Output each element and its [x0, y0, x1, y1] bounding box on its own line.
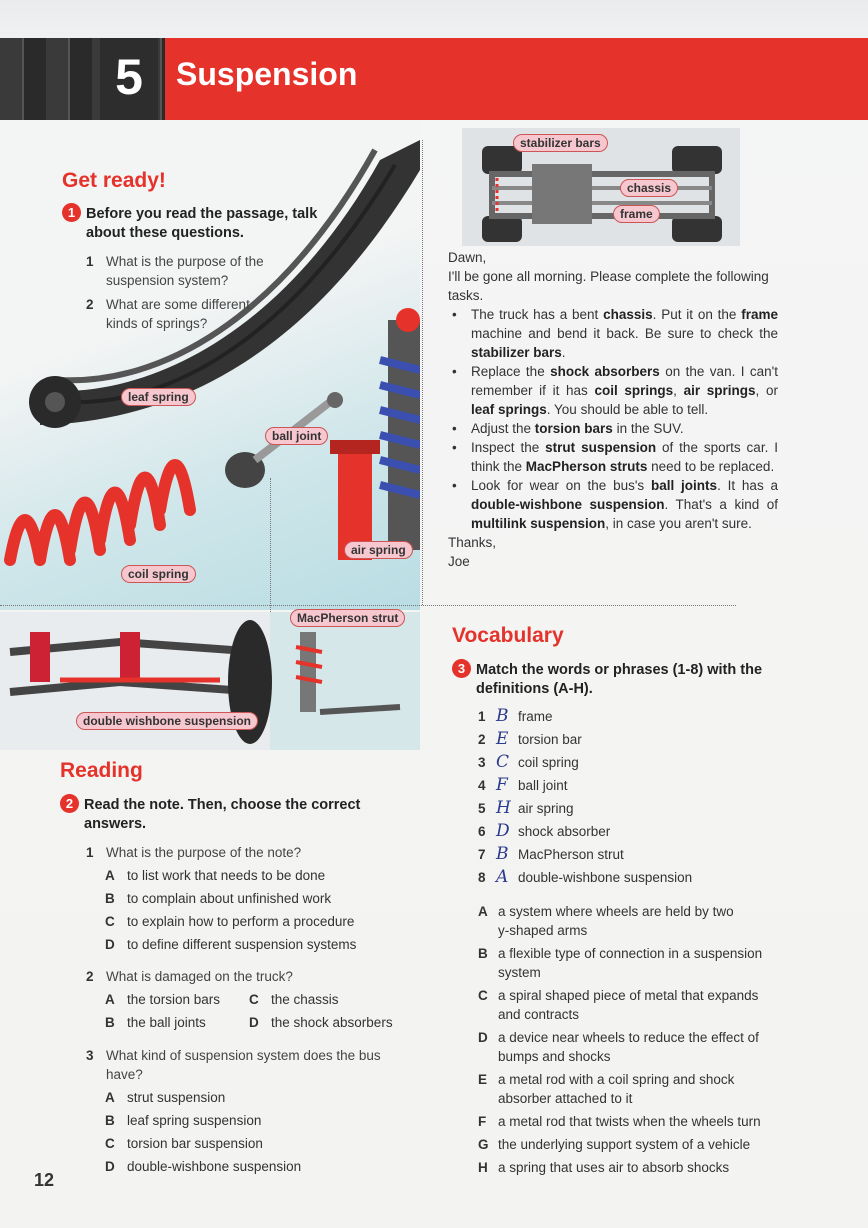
task-number-badge: 1 [62, 203, 81, 222]
handwritten-answer: C [496, 752, 510, 772]
handwritten-answer: D [496, 821, 510, 841]
label-air-spring: air spring [344, 541, 413, 559]
handwritten-answer: A [496, 867, 509, 887]
chapter-number: 5 [115, 49, 143, 105]
note-signature: Joe [448, 554, 470, 569]
note-passage: Dawn, I'll be gone all morning. Please c… [448, 248, 778, 571]
panel-divider [422, 140, 423, 605]
handwritten-answer: E [496, 729, 509, 749]
get-ready-heading: Get ready! [62, 169, 166, 192]
vocabulary-heading: Vocabulary [452, 624, 564, 647]
task-number-badge: 2 [60, 794, 79, 813]
label-coil-spring: coil spring [121, 565, 196, 583]
chassis-illustration [462, 128, 740, 246]
label-stabilizer-bars: stabilizer bars [513, 134, 608, 152]
label-macpherson-strut: MacPherson strut [290, 609, 406, 627]
label-chassis: chassis [620, 179, 679, 197]
task-number-badge: 3 [452, 659, 471, 678]
handwritten-answer: B [496, 844, 509, 864]
handwritten-answer: H [496, 798, 511, 818]
label-double-wishbone: double wishbone suspension [76, 712, 259, 730]
task-1-text-line2: about these questions. [86, 225, 244, 241]
suspension-parts-illustration [4, 140, 420, 566]
label-ball-joint: ball joint [265, 427, 329, 445]
note-intro: I'll be gone all morning. Please complet… [448, 269, 769, 303]
note-item: Inspect the strut suspension of the spor… [448, 438, 778, 476]
note-closing: Thanks, [448, 535, 497, 550]
note-item: Look for wear on the bus's ball joints. … [448, 476, 778, 533]
note-greeting: Dawn, [448, 250, 487, 265]
note-item: Replace the shock absorbers on the van. … [448, 362, 778, 419]
note-task-list: The truck has a bent chassis. Put it on … [448, 305, 778, 533]
label-frame: frame [613, 205, 660, 223]
chapter-number-box [100, 38, 158, 128]
panel-divider [0, 605, 736, 606]
handwritten-answer: F [496, 775, 508, 795]
label-leaf-spring: leaf spring [121, 388, 196, 406]
task-1-instruction: 1 Before you read the passage, talk about… [62, 203, 352, 243]
note-item: The truck has a bent chassis. Put it on … [448, 305, 778, 362]
task-1-text-line1: Before you read the passage, talk [86, 206, 318, 222]
chapter-title: Suspension [176, 56, 358, 92]
note-item: Adjust the torsion bars in the SUV. [448, 419, 778, 438]
reading-heading: Reading [60, 759, 143, 782]
page-number: 12 [34, 1170, 55, 1190]
handwritten-answer: B [496, 706, 509, 726]
